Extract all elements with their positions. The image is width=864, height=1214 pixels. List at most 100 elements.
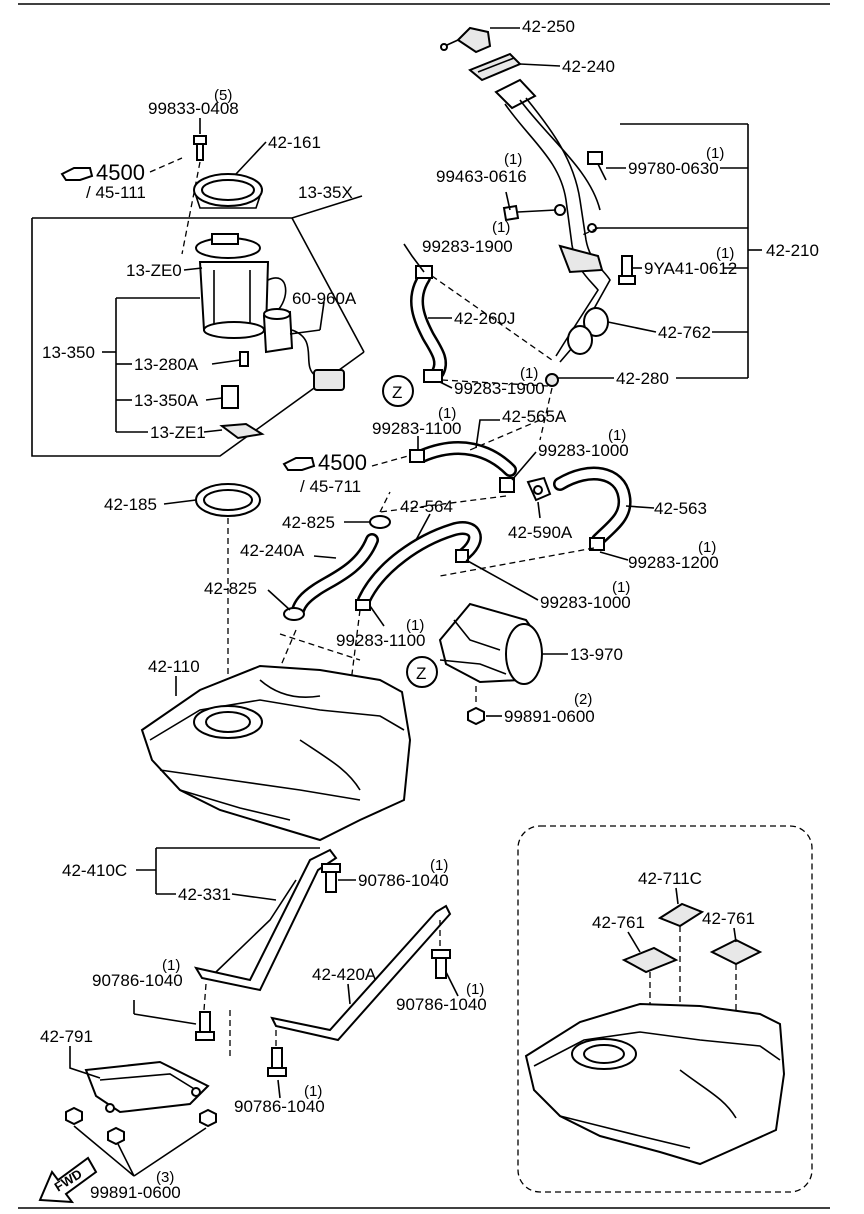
label-42-711C: 42-711C	[638, 869, 702, 888]
clamp-42-825-a	[369, 515, 391, 529]
strap-42-420A	[270, 904, 452, 1042]
ref-45-711: / 45-711	[300, 477, 361, 496]
label-z-a: Z	[392, 383, 402, 402]
ref-icon-4500-a	[60, 167, 94, 181]
lead-42-825-b	[267, 589, 291, 611]
bolt-99780-0630	[587, 151, 607, 181]
qty-99283-1900-a: (1)	[492, 219, 510, 236]
label-99833-0408: 99833-0408	[148, 99, 239, 118]
fuel-tank-42-110	[140, 664, 412, 842]
label-42-331: 42-331	[178, 885, 231, 904]
label-99283-1000-a: 99283-1000	[538, 441, 629, 460]
label-99283-1100-b: 99283-1100	[336, 631, 426, 650]
lead-99283-1000-b	[465, 559, 539, 601]
lead-13-280A-b	[211, 359, 241, 365]
label-42-564: 42-564	[400, 497, 453, 516]
dash-screw	[181, 161, 201, 255]
clamp-42-280	[545, 373, 559, 387]
vent-hose-42-564	[357, 521, 482, 607]
label-90786-1040-b: 90786-1040	[396, 995, 487, 1014]
label-60-960A: 60-960A	[292, 289, 357, 308]
ref-45-111: / 45-111	[86, 183, 146, 202]
lead-42-762	[607, 321, 657, 333]
dash-ref-a	[149, 157, 183, 173]
bolt-9YA41-0612	[618, 255, 636, 285]
bolt-90786-1040-b	[431, 949, 451, 979]
label-99463-0616: 99463-0616	[436, 167, 527, 186]
lead-60-960A-a	[289, 329, 321, 335]
filler-hose-42-240A	[291, 533, 379, 617]
label-42-761-a: 42-761	[592, 913, 645, 932]
pump-module-13-350	[195, 233, 287, 339]
guard-42-791	[84, 1060, 210, 1114]
qty-42-280: (1)	[520, 365, 538, 382]
lead-42-563	[625, 505, 655, 509]
lead-42-420A	[347, 983, 351, 1005]
clamp-99283-1000-a	[499, 477, 515, 493]
qty-99283-1000-a: (1)	[608, 427, 626, 444]
lead-99463	[505, 191, 511, 211]
view-marker-z-b	[406, 656, 438, 688]
label-13-350: 13-350	[42, 343, 95, 362]
qty-99780-0630: (1)	[706, 145, 724, 162]
gasket-42-185	[195, 483, 261, 517]
box-right-edge	[291, 217, 365, 353]
clamp-99283-1100-b	[355, 599, 371, 611]
filler-pipe-42-210	[494, 78, 611, 363]
pump-60-960A	[262, 308, 345, 391]
label-13-350A: 13-350A	[134, 391, 199, 410]
qty-90786-1040-b: (1)	[466, 981, 484, 998]
label-42-110: 42-110	[148, 657, 200, 676]
pad-42-761-a	[621, 946, 679, 974]
lead-42-564	[415, 513, 431, 541]
lead-42-761-b	[733, 927, 737, 943]
lead-99283-1200	[599, 551, 629, 561]
label-42-565A: 42-565A	[502, 407, 567, 426]
dash-tank-a	[279, 633, 361, 661]
lead-13-ZE0-b	[183, 267, 203, 271]
lead-60-960A-b	[319, 301, 325, 331]
qty-90786-1040-a: (1)	[430, 857, 448, 874]
box-frame	[31, 218, 365, 457]
inset-detail-box	[517, 825, 813, 1193]
qty-90786-1040-c: (1)	[304, 1083, 322, 1100]
lead-42-761-a	[627, 931, 641, 953]
bolt-90786-1040-a	[321, 863, 341, 893]
label-42-161: 42-161	[268, 133, 321, 152]
label-42-240: 42-240	[562, 57, 615, 76]
dash-clip	[579, 227, 599, 237]
gasket-13-ZE1	[219, 422, 265, 440]
lead-99283-1100-b	[369, 605, 385, 627]
clamp-99283-1200	[589, 537, 605, 551]
label-42-761-b: 42-761	[702, 909, 755, 928]
dash-825-a	[379, 491, 391, 513]
qty-99283-1200: (1)	[698, 539, 716, 556]
dash-563	[439, 547, 595, 577]
label-99283-1100-a: 99283-1100	[372, 419, 462, 438]
label-42-280: 42-280	[616, 369, 669, 388]
ref-4500-a: 4500	[96, 160, 145, 185]
label-13-280A: 13-280A	[134, 355, 199, 374]
label-13-ZE0: 13-ZE0	[126, 261, 182, 280]
bolt-90786-1040-d	[195, 1011, 215, 1041]
label-42-762: 42-762	[658, 323, 711, 342]
lead-42-791	[69, 1046, 101, 1079]
pad-42-761-b	[709, 938, 763, 966]
label-90786-1040-a: 90786-1040	[358, 871, 449, 890]
label-42-250: 42-250	[522, 17, 575, 36]
lead-13-ZE1-b	[203, 429, 223, 433]
qty-99463-0616: (1)	[504, 151, 522, 168]
bolt-90786-1040-c	[267, 1047, 287, 1077]
hose-42-563	[553, 466, 632, 547]
filler-gasket-42-240	[468, 52, 522, 82]
clamp-42-825-b	[283, 607, 305, 621]
qty-99283-1100-b: (1)	[406, 617, 424, 634]
qty-99283-1100-a: (1)	[438, 405, 456, 422]
lead-42-590A	[537, 501, 541, 519]
qty-99833-0408: (5)	[214, 87, 232, 104]
clamp-99283-1000-b	[455, 549, 469, 563]
lock-ring-42-161	[193, 173, 263, 209]
lead-13-350A-b	[205, 397, 223, 401]
qty-99891-0600-b: (3)	[156, 1169, 174, 1186]
